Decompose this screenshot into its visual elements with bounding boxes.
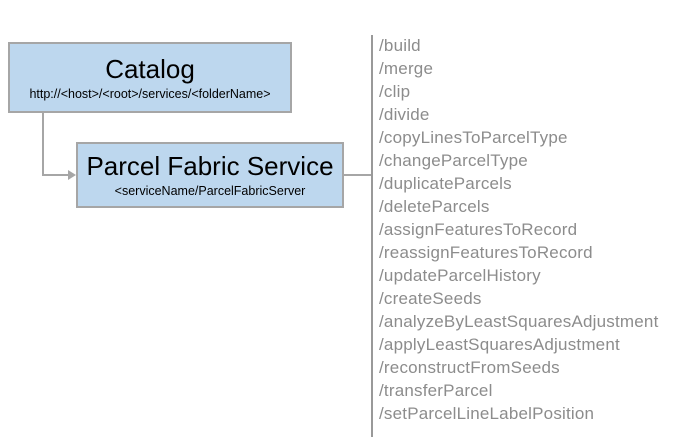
arrowhead-icon xyxy=(68,170,76,180)
service-to-endpoints-connector xyxy=(344,174,372,176)
endpoint-item: /changeParcelType xyxy=(379,151,528,170)
endpoint-item: /divide xyxy=(379,105,430,124)
catalog-url-pattern: http://<host>/<root>/services/<folderNam… xyxy=(29,86,271,101)
endpoint-item: /setParcelLineLabelPosition xyxy=(379,404,595,423)
catalog-to-service-connector-horizontal xyxy=(42,174,69,176)
parcel-fabric-service-box: Parcel Fabric Service <serviceName/Parce… xyxy=(76,142,344,208)
endpoint-item: /duplicateParcels xyxy=(379,174,512,193)
catalog-box: Catalog http://<host>/<root>/services/<f… xyxy=(8,42,292,113)
endpoint-item: /updateParcelHistory xyxy=(379,266,541,285)
endpoint-item: /applyLeastSquaresAdjustment xyxy=(379,335,620,354)
endpoint-item: /assignFeaturesToRecord xyxy=(379,220,578,239)
endpoint-item: /reassignFeaturesToRecord xyxy=(379,243,593,262)
endpoint-item: /analyzeByLeastSquaresAdjustment xyxy=(379,312,659,331)
endpoint-item: /transferParcel xyxy=(379,381,493,400)
endpoint-item: /deleteParcels xyxy=(379,197,490,216)
endpoint-item: /build xyxy=(379,36,421,55)
endpoint-item: /merge xyxy=(379,59,434,78)
catalog-title: Catalog xyxy=(105,53,195,84)
catalog-to-service-connector-vertical xyxy=(42,113,44,175)
endpoint-item: /createSeeds xyxy=(379,289,482,308)
service-url-pattern: <serviceName/ParcelFabricServer xyxy=(114,184,306,198)
endpoint-item: /clip xyxy=(379,82,411,101)
service-title: Parcel Fabric Service xyxy=(86,151,334,181)
endpoint-list: /build/merge/clip/divide/copyLinesToParc… xyxy=(379,34,659,425)
endpoint-item: /reconstructFromSeeds xyxy=(379,358,560,377)
vertical-divider-line xyxy=(371,35,373,437)
endpoint-item: /copyLinesToParcelType xyxy=(379,128,568,147)
